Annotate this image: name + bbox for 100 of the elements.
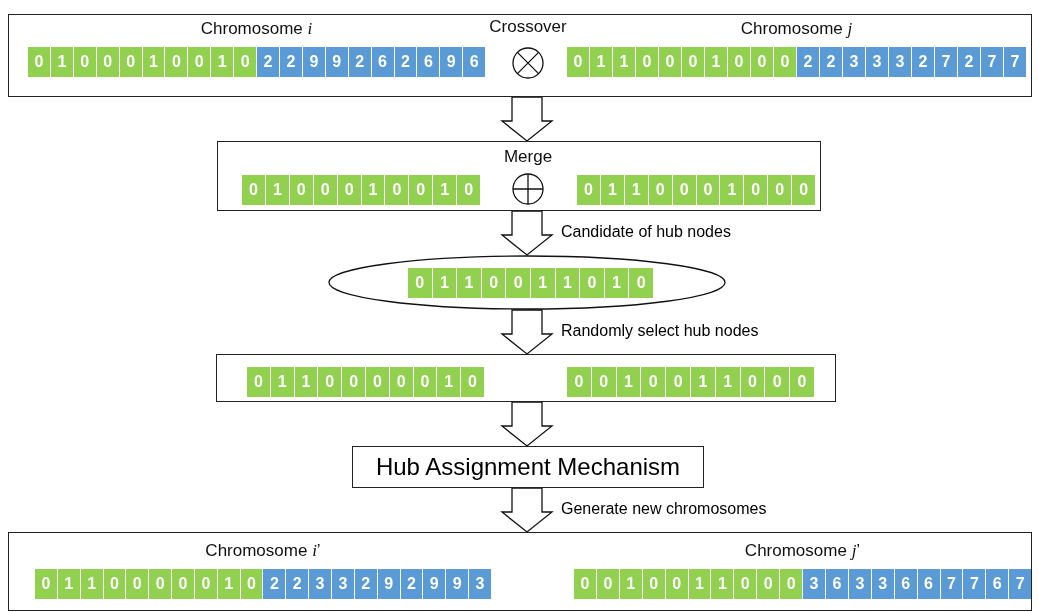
gene-cell: 9 [440,47,463,77]
gene-cell: 1 [616,367,641,397]
gene-cell: 0 [774,47,796,77]
chromosome-heading: Chromosome i’ [204,541,322,561]
gene-cell: 1 [270,367,294,397]
gene-cell: 0 [642,569,665,599]
gene-cell: 0 [636,47,658,77]
gene-cell: 3 [843,47,865,77]
gene-cell: 1 [142,47,165,77]
gene-cell: 1 [211,47,234,77]
chromosome-heading: Chromosome j [739,19,854,39]
gene-cell: 3 [889,47,911,77]
gene-cell: 1 [433,175,457,205]
gene-cell: 2 [257,47,279,77]
gene-cell: 0 [461,367,484,397]
gene-cell: 1 [613,47,635,77]
gene-cell: 0 [126,569,149,599]
gene-cell: 0 [792,175,816,205]
chromosome-heading: Chromosome i [199,19,314,39]
gene-cell: 0 [408,267,432,298]
gene-cell: 0 [665,569,688,599]
gene-cell: 3 [871,569,894,599]
gene-cell: 3 [803,569,825,599]
gene-cell: 0 [337,175,361,205]
gene-cell: 0 [96,47,119,77]
gene-cell: 7 [1009,569,1032,599]
gene-cell: 0 [289,175,313,205]
gene-cell: 1 [619,569,642,599]
gene-cell: 3 [309,569,331,599]
gene-cell: 0 [734,569,757,599]
gene-cell: 0 [577,175,600,205]
edge-label: Randomly select hub nodes [559,322,761,340]
gene-cell: 0 [242,175,265,205]
gene-cell: 0 [313,175,337,205]
gene-cell: 0 [744,175,768,205]
gene-cell: 0 [790,367,814,397]
gene-cell: 0 [457,175,481,205]
stage-box [217,141,821,211]
gene-cell: 0 [28,47,50,77]
gene-cell: 1 [720,175,744,205]
gene-cell: 0 [73,47,96,77]
gene-cell: 6 [917,569,940,599]
gene-cell: 1 [711,569,734,599]
gene-cell: 0 [165,47,188,77]
gene-cell: 0 [757,569,780,599]
gene-cell: 0 [659,47,681,77]
gene-cell: 9 [302,47,325,77]
gene-cell: 2 [394,47,417,77]
gene-cell: 0 [247,367,270,397]
gene-cell: 2 [354,569,377,599]
gene-cell: 0 [574,569,596,599]
gene-cell: 9 [446,569,469,599]
gene-cell: 0 [409,175,433,205]
gene-cell: 0 [385,175,409,205]
gene-cell: 0 [580,267,604,298]
gene-cell: 1 [691,367,715,397]
gene-cell: 1 [57,569,80,599]
gene-cell: 0 [672,175,696,205]
stage-box [216,354,836,402]
gene-cell: 1 [590,47,612,77]
gene-cell: 0 [682,47,704,77]
gene-cell: 6 [371,47,394,77]
gene-cell: 0 [103,569,126,599]
gene-cell: 6 [986,569,1009,599]
block-arrow [500,401,554,447]
gene-cell: 2 [286,569,309,599]
gene-cell: 1 [715,367,740,397]
gene-cell: 1 [50,47,73,77]
gene-cell: 0 [728,47,750,77]
gene-cell: 0 [648,175,672,205]
gene-cell: 0 [389,367,413,397]
gene-cell: 0 [342,367,365,397]
gene-cell: 6 [417,47,440,77]
node-label: 0 [648,373,658,390]
gene-cell: 0 [119,47,142,77]
gene-cell: 0 [194,569,217,599]
node-label: 0 [249,181,258,198]
block-arrow [500,96,554,142]
gene-cell: 1 [217,569,240,599]
gene-cell: 0 [35,569,57,599]
block-arrow [500,210,554,256]
gene-cell: 0 [567,367,591,397]
gene-cell: 3 [848,569,871,599]
gene-cell: 9 [423,569,446,599]
stage-box [8,532,1032,611]
gene-cell: 1 [624,175,648,205]
gene-cell: 9 [325,47,348,77]
gene-cell: 0 [596,569,619,599]
gene-cell: 1 [705,47,727,77]
gene-cell: 1 [457,267,481,298]
gene-cell: 6 [894,569,917,599]
node-label: 0 [253,373,263,390]
gene-cell: 1 [361,175,385,205]
operator-label: Crossover [488,17,568,37]
gene-cell: 7 [940,569,963,599]
gene-cell: 2 [958,47,980,77]
gene-cell: 0 [506,267,530,298]
gene-cell: 0 [591,367,616,397]
gene-cell: 7 [963,569,986,599]
gene-cell: 2 [400,569,423,599]
